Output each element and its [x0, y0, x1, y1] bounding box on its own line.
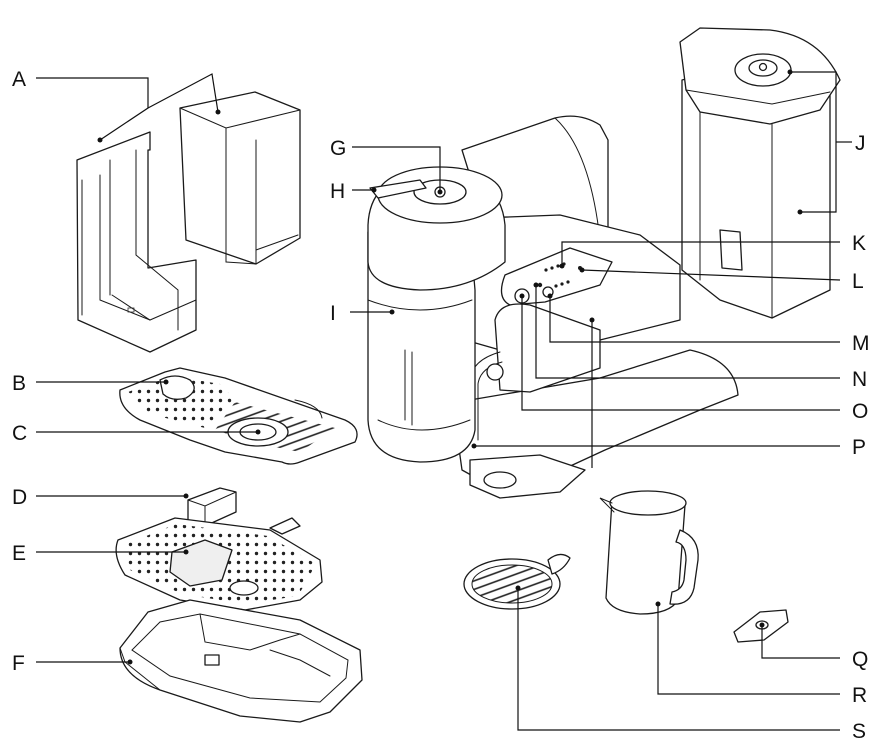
- label-o: O: [852, 400, 868, 423]
- part-a-hopper: [76, 91, 301, 353]
- label-s: S: [852, 720, 866, 743]
- part-j-water-tank: [679, 27, 841, 319]
- label-d: D: [12, 486, 27, 509]
- label-m: M: [852, 332, 870, 355]
- label-l: L: [852, 270, 864, 293]
- label-k: K: [852, 232, 866, 255]
- coffee-machine-body: [367, 115, 739, 499]
- label-h: H: [330, 180, 345, 203]
- leader-lines: [36, 69, 852, 731]
- label-p: P: [852, 436, 866, 459]
- label-g: G: [330, 137, 346, 160]
- part-r-milk-jug: [599, 490, 699, 615]
- label-i: I: [330, 302, 336, 325]
- part-s-round-grid: [463, 553, 571, 610]
- part-f-base-tray: [119, 599, 363, 723]
- part-e-grid-plate: [115, 517, 323, 611]
- label-n: N: [852, 368, 867, 391]
- label-r: R: [852, 684, 867, 707]
- label-q: Q: [852, 648, 868, 671]
- label-j: J: [855, 132, 866, 155]
- label-f: F: [12, 652, 25, 675]
- label-b: B: [12, 372, 26, 395]
- part-labels: A B C D E F G H I J K L M N O P Q R S: [12, 68, 870, 743]
- label-a: A: [12, 68, 26, 91]
- label-c: C: [12, 422, 27, 445]
- part-c-drip-tray-cover: [119, 367, 358, 465]
- label-e: E: [12, 542, 26, 565]
